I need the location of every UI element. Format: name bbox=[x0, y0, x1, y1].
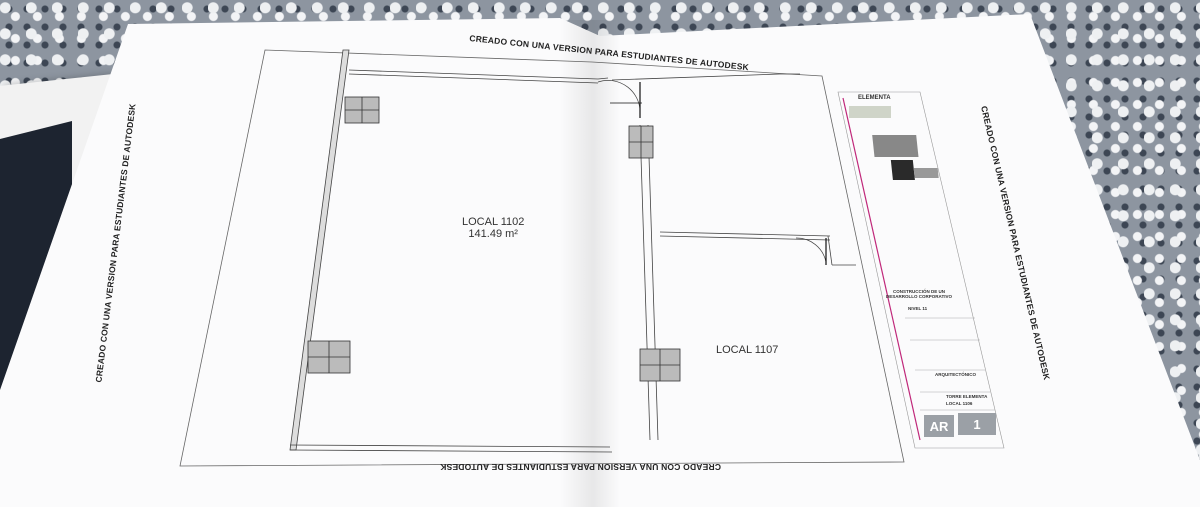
project-title: CONSTRUCCIÓN DE UN DESARROLLO CORPORATIV… bbox=[886, 289, 952, 299]
developer-logo bbox=[849, 106, 891, 118]
level-text: NIVEL 11 bbox=[908, 306, 928, 311]
room-area: 141.49 m² bbox=[468, 228, 518, 240]
sheet-subject-text: LOCAL 1106 bbox=[946, 401, 973, 406]
divider-wall-b bbox=[647, 124, 659, 441]
top-wall-b bbox=[348, 73, 599, 84]
door-swing-2 bbox=[795, 237, 827, 263]
logo-text: ELEMENTA bbox=[858, 95, 891, 101]
watermark-bottom: CREADO CON UNA VERSION PARA ESTUDIANTES … bbox=[440, 462, 721, 472]
interior-wall-a bbox=[659, 231, 831, 237]
column-1 bbox=[344, 96, 380, 124]
left-wall bbox=[289, 49, 350, 451]
site-photo bbox=[872, 135, 919, 157]
room-name: LOCAL 1102 bbox=[462, 216, 525, 228]
bottom-wall-b bbox=[289, 449, 613, 453]
room-label-local-1102: LOCAL 1102 141.49 m² bbox=[462, 216, 524, 240]
bottom-wall-a bbox=[289, 444, 611, 448]
room-name: LOCAL 1107 bbox=[716, 344, 779, 356]
column-4 bbox=[639, 348, 681, 382]
title-block-accent-line bbox=[842, 97, 921, 441]
interior-wall-b bbox=[659, 235, 831, 241]
top-wall-a bbox=[348, 69, 599, 80]
divider-wall-a bbox=[639, 124, 651, 441]
sheet-prefix-badge: AR bbox=[924, 415, 954, 437]
column-3 bbox=[628, 125, 654, 159]
sheet-number-badge: 1 bbox=[958, 413, 996, 435]
discipline-text: ARQUITECTÓNICO bbox=[935, 372, 976, 377]
sheet-fold-shadow bbox=[560, 20, 620, 507]
logo-block bbox=[890, 160, 915, 180]
building-text: TORRE ELEMENTA bbox=[946, 394, 988, 399]
column-2 bbox=[307, 340, 351, 374]
room-label-local-1107: LOCAL 1107 bbox=[716, 344, 778, 356]
drawing-frame bbox=[179, 49, 905, 467]
door-swing-1 bbox=[597, 80, 641, 116]
